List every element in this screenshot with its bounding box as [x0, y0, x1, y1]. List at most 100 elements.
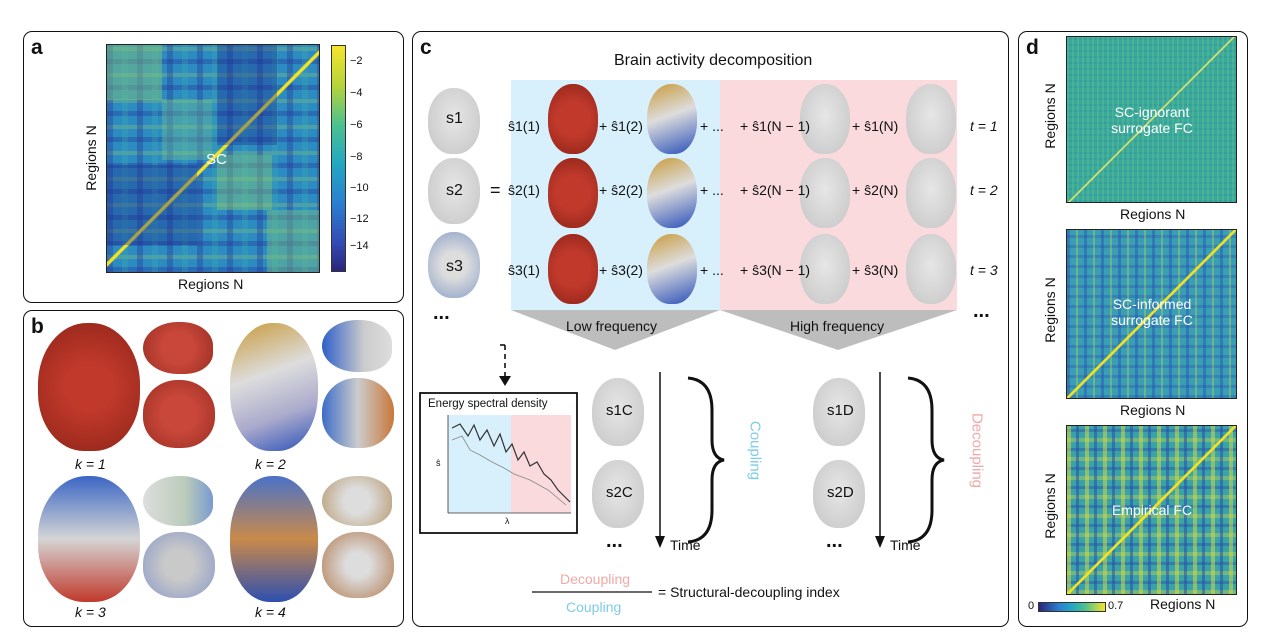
row2-brain-d	[906, 158, 956, 228]
sc-informed-label: SC-informed surrogate FC	[1111, 296, 1193, 328]
brain-k3-side	[143, 476, 213, 526]
row2-term4: + ŝ2(N)	[852, 182, 899, 198]
signal-brain-1	[428, 88, 480, 154]
empirical-fc-label: Empirical FC	[1111, 502, 1193, 518]
signal-3: s3	[446, 258, 463, 275]
brain-k2-side	[322, 320, 392, 372]
sc-ignorant-label: SC-ignorant surrogate FC	[1111, 104, 1193, 136]
brain-k4-side	[322, 476, 392, 526]
brain-k4-top	[230, 476, 318, 602]
row2-time: t = 2	[970, 182, 998, 198]
brain-k4-front	[322, 532, 394, 598]
decoupled-signal-2: s2D	[827, 484, 854, 501]
fc-cb-min: 0	[1028, 600, 1035, 612]
coupling-brace	[687, 376, 725, 544]
row2-brain-b	[647, 158, 697, 228]
fc-colorbar	[1038, 602, 1106, 612]
signal-2: s2	[446, 182, 463, 199]
fraction-top: Decoupling	[560, 571, 631, 587]
sc-block-1	[107, 45, 162, 100]
row3-brain-b	[647, 234, 697, 304]
decomposition-title: Brain activity decomposition	[614, 52, 813, 69]
mode-k1: k = 1	[75, 456, 106, 472]
row3-term3: + ŝ3(N − 1)	[740, 262, 811, 278]
row1-time: t = 1	[970, 118, 998, 134]
fraction-bottom: Coupling	[566, 599, 622, 615]
equals-sign: =	[490, 180, 501, 200]
brain-k1-side	[143, 322, 213, 374]
empirical-fc-matrix	[1066, 425, 1237, 595]
d2-ylabel: Regions N	[1042, 277, 1058, 343]
row1-brain-c	[800, 84, 850, 154]
mode-k4: k = 4	[255, 604, 286, 620]
d1-xlabel: Regions N	[1120, 206, 1186, 222]
row3-dots: + ...	[700, 262, 724, 278]
sc-informed-matrix	[1066, 229, 1237, 399]
ellipsis-decoupled: ...	[826, 530, 843, 552]
row1-term4: + ŝ1(N)	[852, 118, 899, 134]
panel-a-label: a	[31, 36, 43, 59]
row2-term1: ŝ2(1)	[508, 182, 540, 198]
ellipsis-coupled: ...	[606, 530, 623, 552]
coupled-signal-2: s2C	[606, 484, 633, 501]
row1-brain-a	[548, 84, 598, 154]
d3-ylabel: Regions N	[1042, 473, 1058, 539]
fraction-equation: = Structural-decoupling index	[658, 584, 840, 600]
row1-brain-d	[906, 84, 956, 154]
panel-a-xlabel: Regions N	[178, 276, 244, 292]
high-funnel	[720, 310, 957, 350]
signal-brain-2	[428, 158, 480, 224]
high-frequency-label: High frequency	[790, 318, 885, 334]
row3-brain-a	[548, 234, 598, 304]
sc-ignorant-matrix	[1066, 36, 1237, 203]
brain-k2-front	[322, 378, 394, 448]
coupled-brain-1	[592, 378, 644, 446]
row2-term3: + ŝ2(N − 1)	[740, 182, 811, 198]
row2-brain-a	[548, 158, 598, 228]
row1-brain-b	[647, 84, 697, 154]
cb-tick-5: −12	[350, 213, 369, 225]
mode-k3: k = 3	[75, 604, 106, 620]
esd-title: Energy spectral density	[428, 398, 548, 410]
row3-brain-d	[906, 234, 956, 304]
low-funnel	[511, 310, 720, 350]
sc-colorbar	[331, 45, 346, 272]
row3-term4: + ŝ3(N)	[852, 262, 899, 278]
sc-block-6	[107, 165, 197, 245]
decoupling-label: Decoupling	[968, 412, 986, 489]
coupling-label: Coupling	[746, 420, 764, 481]
esd-curve	[451, 423, 571, 503]
brain-k3-top	[38, 476, 140, 602]
row3-term1: ŝ3(1)	[508, 262, 540, 278]
sc-matrix	[106, 44, 320, 273]
cb-tick-2: −6	[350, 119, 363, 131]
coupled-brain-2	[592, 460, 644, 528]
sc-block-4	[267, 210, 319, 272]
cb-tick-1: −4	[350, 87, 363, 99]
sc-block-3	[217, 155, 272, 210]
ellipsis-right: ...	[973, 300, 990, 322]
mode-k2: k = 2	[255, 456, 286, 472]
row1-term1: ŝ1(1)	[508, 118, 540, 134]
panel-d-label: d	[1026, 36, 1039, 59]
d1-ylabel: Regions N	[1042, 83, 1058, 149]
sc-block-5	[217, 45, 277, 145]
coupled-signal-1: s1C	[606, 402, 633, 419]
signal-brain-3	[428, 232, 480, 298]
low-frequency-label: Low frequency	[566, 318, 658, 334]
brain-k1-top	[38, 323, 140, 451]
decoupled-brain-2	[813, 460, 865, 528]
brain-k3-front	[143, 532, 215, 598]
row2-dots: + ...	[700, 182, 724, 198]
fc-cb-max: 0.7	[1108, 600, 1124, 612]
row3-brain-c	[800, 234, 850, 304]
signal-1: s1	[446, 110, 463, 127]
row1-dots: + ...	[700, 118, 724, 134]
decoupled-signal-1: s1D	[827, 402, 854, 419]
cb-tick-0: −2	[350, 55, 363, 67]
d2-xlabel: Regions N	[1120, 402, 1186, 418]
esd-y-label: ŝ	[436, 458, 441, 468]
cb-tick-6: −14	[350, 240, 369, 252]
time-label-coupled: Time	[670, 537, 701, 553]
